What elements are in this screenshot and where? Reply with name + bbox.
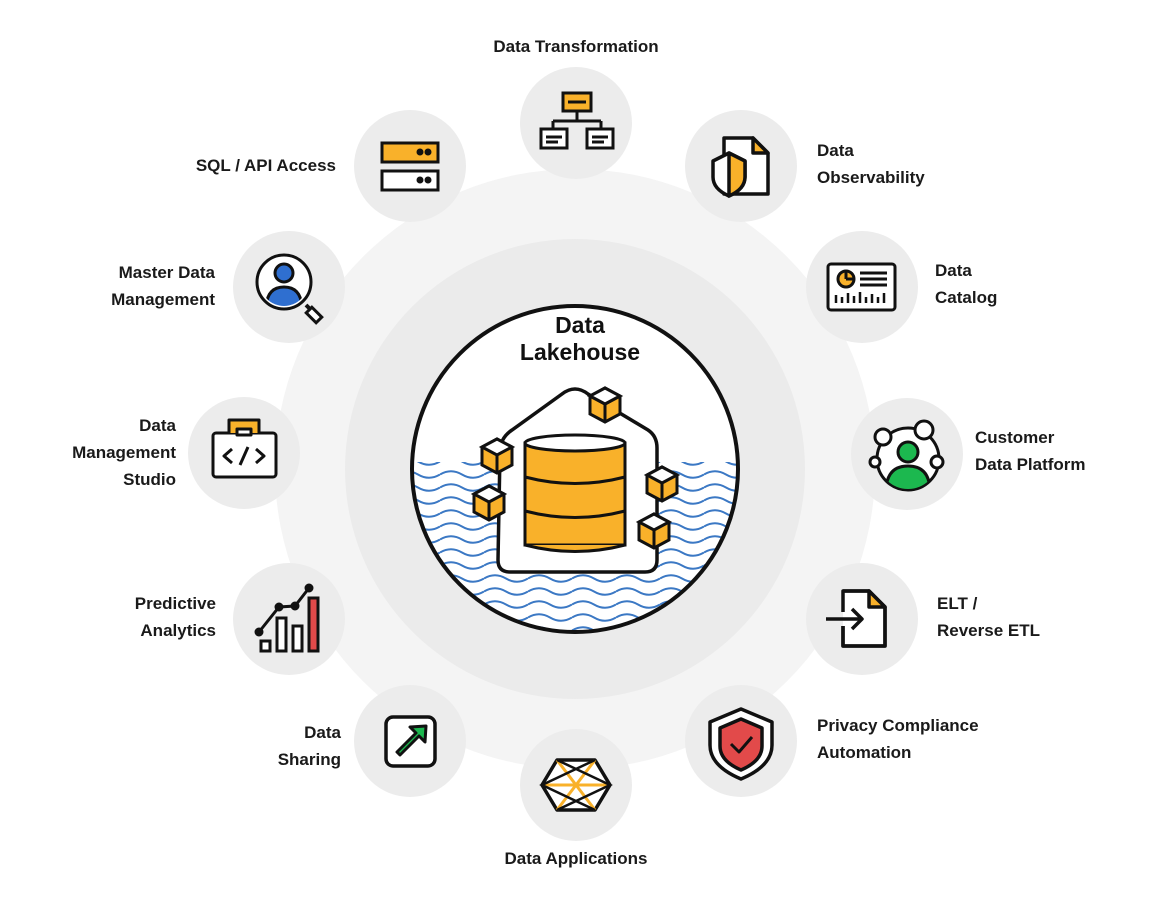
share-arrow-icon [384, 715, 437, 768]
label-line: Privacy Compliance [817, 716, 979, 735]
dashboard-panel-icon [826, 262, 897, 312]
node-master-data-management[interactable] [233, 231, 345, 343]
label-data-catalog: Data Catalog [935, 257, 997, 311]
node-data-observability[interactable] [685, 110, 797, 222]
label-line: Studio [123, 470, 176, 489]
shield-check-icon [708, 707, 774, 781]
node-data-catalog[interactable] [806, 231, 918, 343]
label-data-management-studio: Data Management Studio [40, 412, 176, 493]
cube-icon [478, 437, 516, 475]
label-sql-api-access: SQL / API Access [150, 152, 336, 179]
person-network-icon [868, 419, 945, 492]
label-privacy-compliance-automation: Privacy Compliance Automation [817, 712, 979, 766]
label-data-sharing: Data Sharing [221, 719, 341, 773]
label-elt-reverse-etl: ELT / Reverse ETL [937, 590, 1040, 644]
label-line: Management [72, 443, 176, 462]
label-line: Data Transformation [493, 37, 659, 56]
center-title: Data Lakehouse [460, 312, 700, 366]
label-line: SQL / API Access [195, 156, 336, 175]
hexagon-network-icon [539, 758, 613, 812]
server-stack-icon [380, 141, 440, 192]
person-search-icon [255, 253, 324, 325]
label-line: Master Data [118, 263, 215, 282]
label-line: Data [139, 416, 176, 435]
label-data-applications: Data Applications [476, 845, 676, 872]
label-line: Data [935, 261, 972, 280]
label-line: Observability [817, 168, 925, 187]
label-line: Data Applications [504, 849, 648, 868]
cube-icon [586, 386, 624, 424]
label-line: Analytics [140, 621, 216, 640]
node-elt-reverse-etl[interactable] [806, 563, 918, 675]
label-line: ELT / [937, 594, 978, 613]
label-line: Customer [975, 428, 1055, 447]
node-privacy-compliance-automation[interactable] [685, 685, 797, 797]
node-data-sharing[interactable] [354, 685, 466, 797]
cube-icon [643, 465, 681, 503]
center-title-line1: Data [555, 312, 605, 338]
cube-icon [470, 484, 508, 522]
shield-document-icon [711, 136, 770, 198]
node-data-transformation[interactable] [520, 67, 632, 179]
node-data-applications[interactable] [520, 729, 632, 841]
center-title-line2: Lakehouse [519, 339, 641, 365]
label-line: Data [817, 141, 854, 160]
label-master-data-management: Master Data Management [55, 259, 215, 313]
node-data-management-studio[interactable] [188, 397, 300, 509]
code-window-icon [211, 418, 278, 479]
hierarchy-icon [539, 91, 615, 150]
label-line: Data [304, 723, 341, 742]
label-predictive-analytics: Predictive Analytics [96, 590, 216, 644]
node-predictive-analytics[interactable] [233, 563, 345, 675]
cube-icon [635, 512, 673, 550]
label-line: Sharing [277, 750, 341, 769]
label-data-observability: Data Observability [817, 137, 925, 191]
label-line: Automation [817, 743, 912, 762]
file-import-icon [826, 589, 887, 648]
label-line: Predictive [134, 594, 216, 613]
label-customer-data-platform: Customer Data Platform [975, 424, 1086, 478]
label-line: Reverse ETL [937, 621, 1040, 640]
lakehouse-center [410, 304, 740, 634]
label-line: Data Platform [975, 455, 1086, 474]
database-icon [523, 433, 627, 553]
node-sql-api-access[interactable] [354, 110, 466, 222]
label-line: Catalog [935, 288, 998, 307]
label-line: Management [111, 290, 215, 309]
label-data-transformation: Data Transformation [476, 33, 676, 60]
bar-chart-trend-icon [254, 583, 320, 653]
node-customer-data-platform[interactable] [851, 398, 963, 510]
